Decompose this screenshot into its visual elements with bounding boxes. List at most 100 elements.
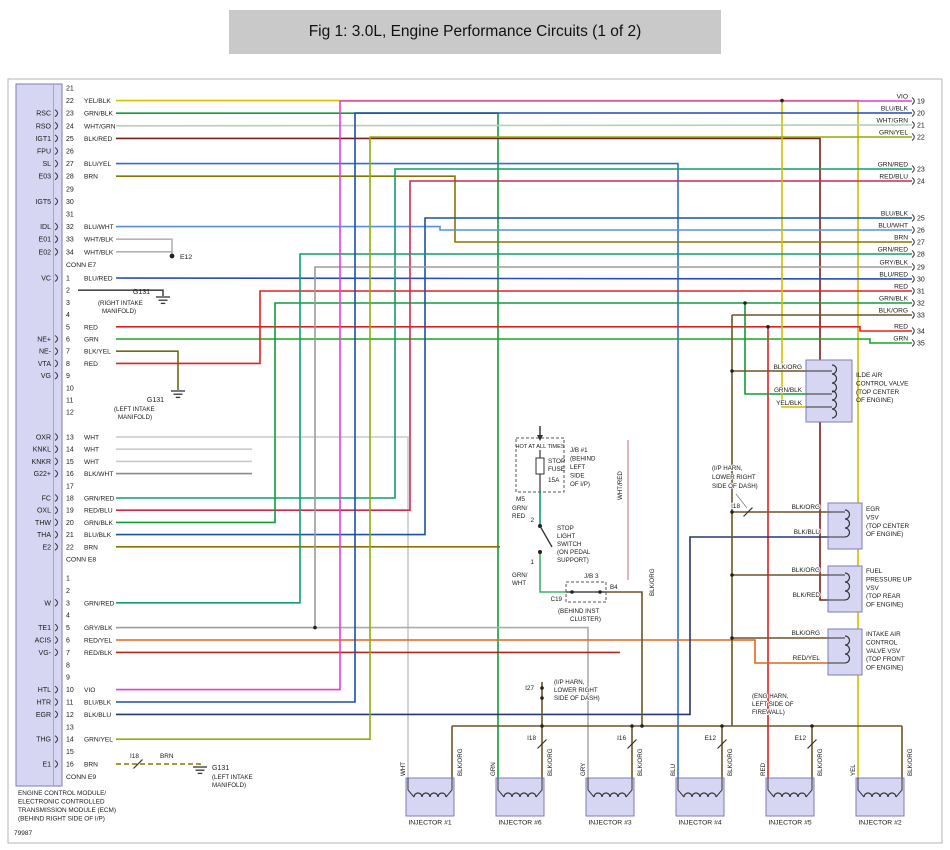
conn-label: CONN E9	[66, 774, 96, 781]
junction-dot	[169, 253, 175, 259]
connector-slash-icon	[133, 759, 143, 769]
connector-label: I18	[130, 753, 139, 760]
wire	[78, 289, 164, 296]
wire	[115, 124, 913, 127]
hot-label: HOT AT ALL TIMES	[515, 444, 564, 450]
ecm-note: ELECTRONIC CONTROLLED	[18, 799, 105, 806]
pin-bracket-icon	[54, 335, 58, 343]
pin-bracket-icon	[54, 172, 58, 181]
pin-bracket-icon	[54, 222, 58, 231]
pin-name: OXR	[36, 435, 51, 442]
wire-color-label: YEL/BLK	[776, 400, 803, 407]
wire-color-label: GRY/BLK	[880, 260, 909, 267]
wire	[116, 338, 912, 344]
pin-bracket-icon	[54, 109, 58, 118]
wire-color-label: BLU/WHT	[878, 223, 908, 230]
wire-color-label: BLK/ORG	[649, 568, 656, 596]
pin-number: 8	[66, 662, 70, 669]
pin-name: FPU	[37, 149, 51, 156]
junction-dot	[538, 550, 542, 554]
switch-label: (ON PEDAL	[557, 549, 591, 556]
pin-bracket-icon	[911, 133, 915, 141]
jb1-label: J/B #1	[570, 447, 588, 454]
pin-bracket-icon	[54, 274, 58, 282]
pin-name: ACIS	[35, 638, 52, 645]
ground-note: MANIFOLD)	[212, 782, 246, 789]
note-label: (I/P HARN,	[712, 465, 743, 472]
wire-color-label: WHT/GRN	[877, 118, 909, 125]
pin-number: 11	[66, 700, 73, 707]
jb1-label: OF I/P)	[570, 481, 590, 488]
wire-color-label: BLK/ORG	[774, 364, 802, 371]
injector-box	[855, 777, 905, 817]
right-pin-number: 22	[917, 135, 925, 142]
pin-number: 2	[66, 588, 70, 595]
connector-slash-icon	[743, 507, 753, 517]
pin-bracket-icon	[54, 494, 58, 502]
pin-number: 6	[66, 638, 70, 645]
wire	[116, 290, 912, 365]
wire	[116, 99, 859, 778]
wire	[744, 303, 806, 395]
pin-number: 27	[66, 161, 74, 168]
ecm-connector-strip	[15, 83, 63, 787]
pin-number: 33	[66, 237, 74, 244]
right-pin-number: 28	[917, 252, 925, 259]
coil-icon	[844, 635, 851, 664]
wire	[116, 639, 828, 664]
component-label: (TOP REAR	[866, 593, 901, 600]
connector-slash-icon	[627, 739, 637, 749]
pin-number: 4	[66, 613, 70, 620]
wire-color-label: VIO	[84, 687, 95, 694]
injector-box	[495, 777, 545, 817]
pin-number: 14	[66, 737, 74, 744]
note-label: SIDE OF DASH)	[712, 483, 758, 490]
fuse-rating: 15A	[548, 477, 560, 484]
wire-color-label: BRN	[84, 544, 98, 551]
pin-bracket-icon	[911, 121, 915, 129]
pin-name: VG	[41, 373, 51, 380]
pin-bracket-icon	[54, 159, 58, 168]
connector-label: B4	[610, 584, 618, 591]
ground-label: G131	[212, 765, 229, 772]
wire-color-label: WHT	[512, 580, 526, 587]
wire	[116, 162, 679, 778]
wire-color-label: VIO	[897, 94, 908, 101]
pin-bracket-icon	[911, 109, 915, 117]
arrow-down-icon	[537, 435, 543, 441]
wire	[115, 277, 913, 280]
right-pin-number: 35	[917, 341, 925, 348]
wire-color-label: BLU/YEL	[84, 161, 111, 168]
component-label: VSV	[866, 585, 880, 592]
pin-name: E2	[42, 544, 51, 551]
wire-color-label: RED/BLU	[879, 174, 908, 181]
pin-number: 30	[66, 199, 74, 206]
junction-dot	[730, 636, 734, 640]
wire-color-label: BLK/ORG	[792, 630, 820, 637]
pin-number: 15	[66, 749, 74, 756]
wire-color-label: GRY	[580, 763, 587, 776]
pin-number: 11	[66, 398, 73, 405]
wire-color-label: BLK/ORG	[727, 748, 734, 776]
footer-code: 79987	[14, 830, 32, 837]
pin-bracket-icon	[54, 457, 58, 466]
wire	[116, 325, 912, 332]
wire-color-label: YEL/BLK	[84, 98, 111, 105]
wire-color-label: BLK/YEL	[84, 349, 111, 356]
wire-color-label: RED	[84, 361, 98, 368]
ground-label: G131	[147, 397, 164, 404]
wire-color-label: GRN/RED	[84, 600, 115, 607]
wire-color-label: WHT/BLK	[84, 249, 114, 256]
pin-number: 3	[66, 300, 70, 307]
wire-color-label: GRN/BLK	[774, 387, 803, 394]
right-pin-number: 20	[917, 111, 925, 118]
connector-slash-icon	[537, 739, 547, 749]
pin-bracket-icon	[54, 530, 58, 539]
pin-number: 28	[66, 174, 74, 181]
pin-number: 5	[66, 324, 70, 331]
pin-name: THW	[35, 520, 51, 527]
wire-color-label: RED	[512, 513, 526, 520]
connector-label: C19	[551, 596, 563, 603]
pin-number: 22	[66, 544, 74, 551]
pin-name: W	[44, 600, 51, 607]
